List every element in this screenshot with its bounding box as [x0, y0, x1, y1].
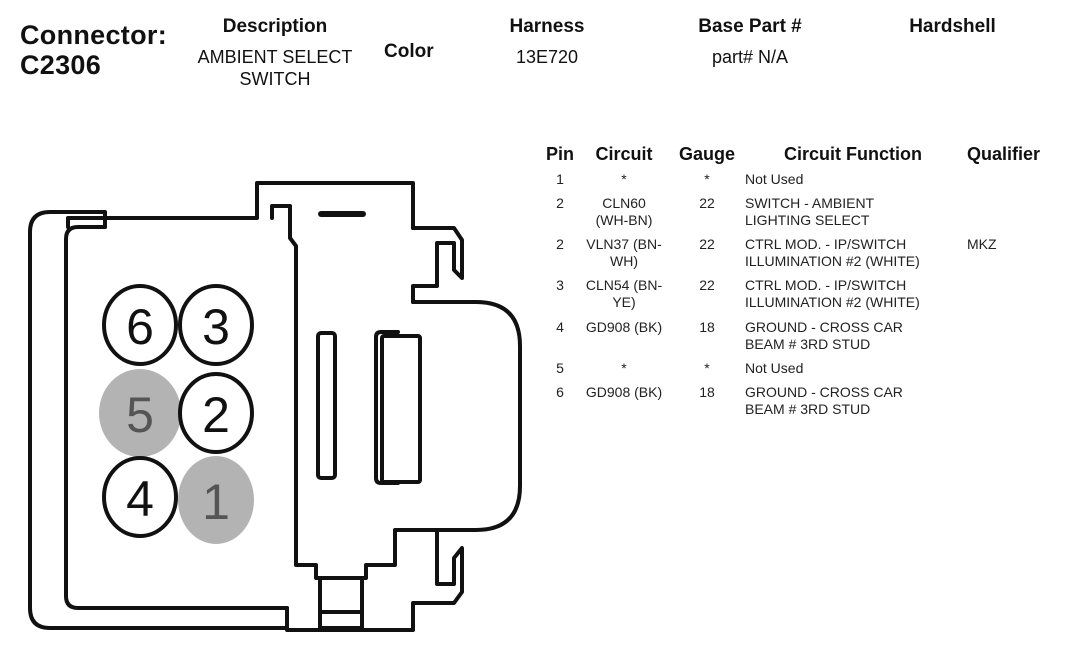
harness-label: Harness [509, 16, 585, 37]
cell-circuit: * [621, 360, 627, 376]
housing-inner-outline [64, 225, 289, 610]
cell-circuit: GD908 (BK) [585, 319, 663, 335]
cell-function: Not Used [745, 360, 804, 376]
lock-box [318, 576, 364, 630]
table-row: 3 CLN54 (BN-YE) 22 CTRL MOD. - IP/SWITCH… [0, 277, 1066, 317]
cell-circuit: CLN54 (BN-YE) [585, 277, 663, 310]
cell-function: SWITCH - AMBIENT LIGHTING SELECT [745, 195, 874, 228]
cell-pin: 2 [556, 236, 564, 252]
cell-function: CTRL MOD. - IP/SWITCH ILLUMINATION #2 (W… [745, 277, 920, 310]
pin-4-label: 4 [126, 471, 154, 527]
right-latch-bump [411, 300, 522, 532]
left-slot [316, 331, 337, 480]
table-row: 1 * * Not Used [0, 171, 1066, 211]
cell-gauge: 22 [699, 277, 715, 293]
table-row: 4 GD908 (BK) 18 GROUND - CROSS CAR BEAM … [0, 319, 1066, 359]
connector-face-diagram: 6 3 5 2 4 1 [28, 181, 522, 632]
pin-1-label: 1 [202, 474, 230, 530]
center-tower [270, 204, 415, 580]
housing-lower-right [285, 528, 464, 632]
harness-value: 13E720 [515, 47, 579, 67]
right-slot-inner [380, 334, 422, 484]
col-header-circuit: Circuit [595, 144, 653, 164]
cell-pin: 1 [556, 171, 564, 187]
pin-6-circle [102, 284, 178, 366]
housing-top-rail [66, 181, 415, 230]
cell-qualifier: MKZ [967, 236, 997, 252]
cell-gauge: 18 [699, 319, 715, 335]
cell-gauge: 18 [699, 384, 715, 400]
pin-5-label: 5 [126, 387, 154, 443]
pin-2-label: 2 [202, 387, 230, 443]
cell-pin: 6 [556, 384, 564, 400]
cell-gauge: 22 [699, 195, 715, 211]
cell-function: GROUND - CROSS CAR BEAM # 3RD STUD [745, 384, 903, 417]
pin-1-circle [178, 456, 254, 544]
pin-4-circle [102, 456, 178, 538]
cell-pin: 2 [556, 195, 564, 211]
hardshell-label: Hardshell [909, 16, 996, 37]
pin-3-circle [178, 284, 254, 366]
pin-2-circle [178, 372, 254, 454]
cell-function: Not Used [745, 171, 804, 187]
description-label: Description [222, 16, 328, 37]
cell-pin: 3 [556, 277, 564, 293]
connector-id: C2306 [20, 50, 102, 80]
pin-6-label: 6 [126, 299, 154, 355]
cell-circuit: * [621, 171, 627, 187]
col-header-qualifier: Qualifier [967, 144, 1041, 164]
cell-circuit: VLN37 (BN-WH) [586, 236, 662, 269]
cell-gauge: 22 [699, 236, 715, 252]
cell-pin: 5 [556, 360, 564, 376]
base-part-value: part# N/A [711, 47, 789, 67]
connector-label: Connector: [20, 20, 167, 50]
base-part-label: Base Part # [698, 16, 802, 37]
description-value: AMBIENT SELECT SWITCH [197, 47, 353, 89]
table-row: 2 CLN60 (WH-BN) 22 SWITCH - AMBIENT LIGH… [0, 195, 1066, 235]
cell-function: CTRL MOD. - IP/SWITCH ILLUMINATION #2 (W… [745, 236, 920, 269]
cell-function: GROUND - CROSS CAR BEAM # 3RD STUD [745, 319, 903, 352]
cell-gauge: * [704, 360, 710, 376]
col-header-pin: Pin [545, 144, 574, 164]
col-header-function: Circuit Function [784, 144, 922, 164]
table-row: 6 GD908 (BK) 18 GROUND - CROSS CAR BEAM … [0, 384, 1066, 424]
cell-circuit: GD908 (BK) [585, 384, 663, 400]
housing-outer-outline [28, 210, 289, 630]
pin-5-circle [99, 369, 181, 457]
table-row: 5 * * Not Used [0, 360, 1066, 400]
table-row: 2 VLN37 (BN-WH) 22 CTRL MOD. - IP/SWITCH… [0, 236, 1066, 276]
right-slot [374, 330, 400, 485]
pin-3-label: 3 [202, 299, 230, 355]
cell-circuit: CLN60 (WH-BN) [595, 195, 653, 228]
housing-right-side [411, 226, 464, 304]
cell-gauge: * [704, 171, 710, 187]
color-label: Color [384, 41, 434, 62]
col-header-gauge: Gauge [678, 144, 735, 164]
cell-pin: 4 [556, 319, 564, 335]
